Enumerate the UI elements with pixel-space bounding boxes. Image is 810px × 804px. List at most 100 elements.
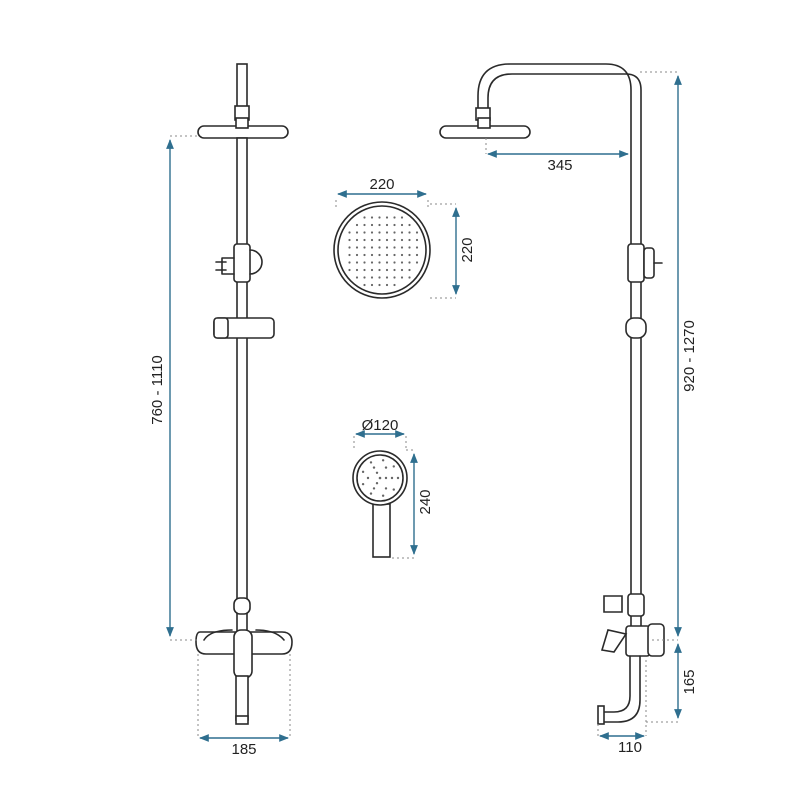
front-lower-joint [233,597,251,615]
overhead-nozzle [400,231,404,234]
overhead-nozzle [355,261,359,264]
front-spout [235,675,249,721]
front-head-connector [235,117,249,129]
hand-nozzle [381,494,385,497]
right-height-dimension: 920 - 1270 [640,71,698,641]
overhead-width-label: 220 [369,176,394,193]
overhead-nozzle [385,253,389,257]
overhead-nozzle [370,268,374,272]
overhead-nozzle [378,216,381,219]
hand-nozzle [372,487,376,490]
side-spout-inner [601,655,641,723]
spout-reach-dimension: 110 [597,660,647,756]
side-mixer-lever [600,629,628,653]
overhead-nozzle [348,238,351,242]
hand-nozzle [384,466,388,469]
side-arm-outer [477,63,632,249]
front-diverter-body [233,243,251,283]
overhead-nozzle [355,253,359,257]
overhead-nozzle [385,261,389,264]
hand-nozzle [361,470,365,474]
overhead-nozzle [385,283,389,287]
hand-nozzle [381,459,385,462]
overhead-nozzle [378,246,381,249]
overhead-nozzle-grid [348,216,419,287]
overhead-nozzle [415,246,419,249]
hand-nozzle [392,488,395,491]
overhead-nozzle [348,268,351,272]
overhead-nozzle [363,283,366,287]
overhead-nozzle [385,268,389,272]
front-top-pipe [236,63,248,109]
overhead-nozzle [370,253,374,257]
overhead-nozzle [370,246,374,249]
overhead-nozzle [400,238,404,242]
overhead-nozzle [408,253,411,257]
hand-nozzle [369,461,373,464]
overhead-nozzle [370,231,374,234]
overhead-nozzle [408,238,411,242]
overhead-shower-plan: 220 220 [333,176,476,299]
side-head-connector [477,117,491,129]
hand-length-label: 240 [417,489,434,514]
overhead-nozzle [378,223,381,227]
overhead-shower-outer [333,201,431,299]
side-view [439,63,665,725]
hand-diameter-label: Ø120 [362,417,399,434]
hand-nozzle [366,476,370,480]
overhead-nozzle [355,268,359,272]
overhead-nozzle [393,276,396,279]
overhead-nozzle [408,231,411,234]
hand-shower-plan: Ø120 240 [352,417,434,559]
hand-nozzle [372,466,376,469]
overhead-nozzle [370,216,374,219]
overhead-nozzle [363,223,366,227]
overhead-nozzle [408,261,411,264]
overhead-nozzle [415,253,419,257]
overhead-nozzle [348,261,351,264]
arm-reach-label: 345 [547,157,572,174]
front-view [195,63,293,725]
left-width-label: 185 [231,741,256,758]
front-mixer-cap [203,629,285,641]
hand-nozzle [390,476,394,480]
hand-shower-handle [372,503,391,558]
hand-nozzle [378,476,382,480]
overhead-nozzle [393,253,396,257]
overhead-nozzle [370,283,374,287]
overhead-nozzle [355,238,359,242]
front-riser-pipe [236,137,248,633]
overhead-height-label: 220 [459,237,476,262]
overhead-nozzle [385,231,389,234]
hand-nozzle [375,481,379,485]
side-riser-pipe [630,245,642,633]
front-diverter-handle [221,257,235,275]
overhead-nozzle [415,238,419,242]
overhead-nozzle [363,238,366,242]
overhead-nozzle [355,246,359,249]
overhead-nozzle [355,231,359,234]
overhead-nozzle [363,216,366,219]
overhead-nozzle [370,223,374,227]
overhead-nozzle [393,261,396,264]
hand-nozzle [396,476,400,480]
spout-reach-label: 110 [618,739,642,756]
overhead-nozzle [378,276,381,279]
overhead-nozzle [363,261,366,264]
overhead-nozzle [393,223,396,227]
overhead-nozzle [370,238,374,242]
front-diverter-knob [249,249,263,275]
overhead-nozzle [400,276,404,279]
left-height-label: 760 - 1110 [149,355,166,425]
right-height-label: 920 - 1270 [681,320,698,392]
side-diverter-knob [643,247,655,279]
overhead-nozzle [393,231,396,234]
overhead-nozzle [400,268,404,272]
overhead-nozzle [378,261,381,264]
front-slide-holder-knob [213,317,229,339]
overhead-nozzle [400,216,404,219]
overhead-nozzle [408,276,411,279]
overhead-nozzle [363,276,366,279]
side-spout-outer [601,655,631,713]
